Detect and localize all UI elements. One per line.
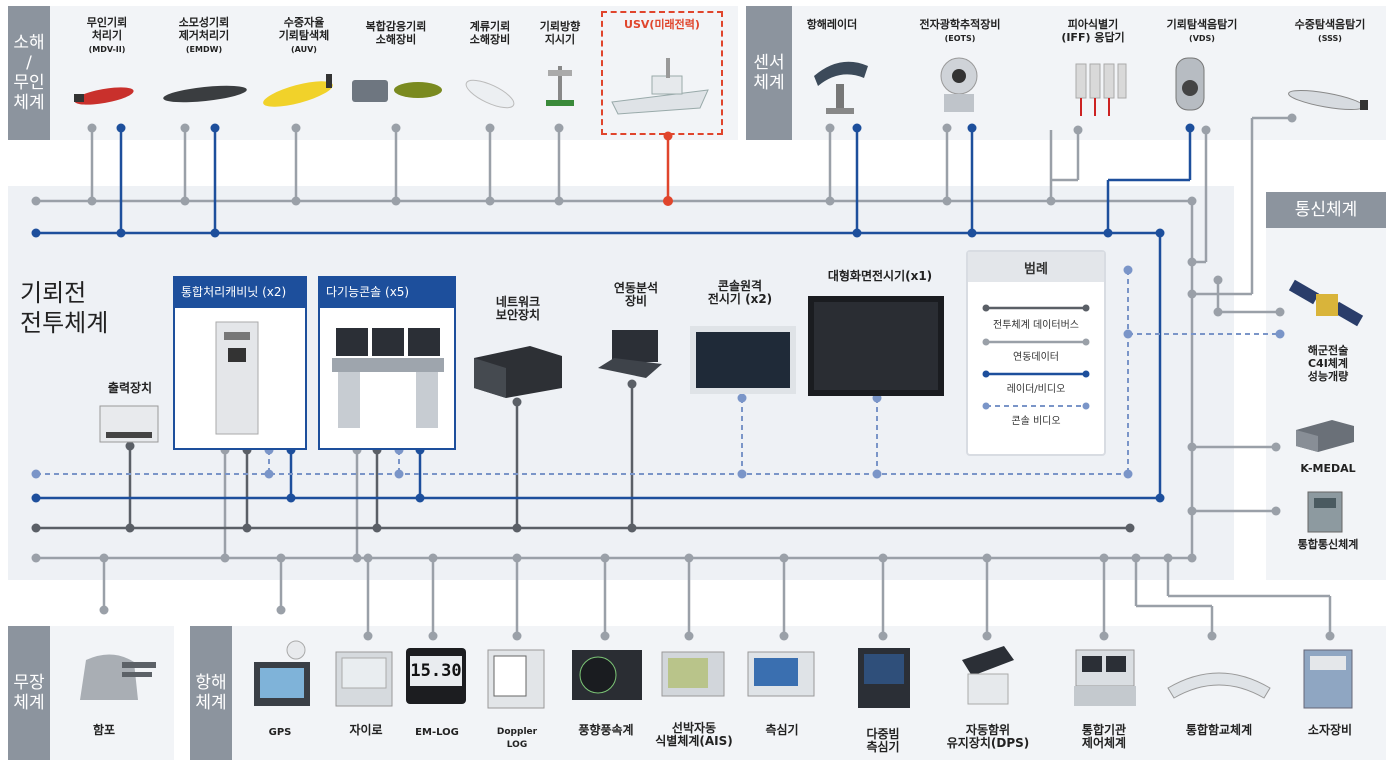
remote-display-label: 콘솔원격 전시기 (x2) (707, 279, 773, 306)
mdv-label: 무인기뢰 처리기(MDV-II) (86, 16, 128, 54)
ais-label: 선박자동 식별체계(AIS) (655, 721, 733, 748)
c4i-label: 해군전술 C4I체계 성능개량 (1307, 344, 1349, 383)
multibeam-label: 다중빔 측심기 (866, 727, 900, 754)
dps-label: 자동함위 유지장치(DPS) (946, 723, 1030, 750)
cabinet-header: 통합처리캐비닛 (x2) (173, 276, 307, 306)
usv-boat-icon (611, 58, 709, 115)
direction-indicator-label: 기뢰방향 지시기 (539, 20, 581, 46)
vds-label: 기뢰탐색음탐기(VDS) (1166, 18, 1238, 43)
doppler-label: Doppler LOG (496, 727, 538, 750)
wind-label: 풍향풍속계 (578, 723, 634, 737)
analysis-label: 연동분석 장비 (613, 281, 659, 308)
usv-highlight (601, 11, 723, 135)
echo-sounder-icon (747, 651, 815, 697)
auv-icon (263, 74, 333, 107)
cabinet-icon (215, 321, 259, 435)
gps-label: GPS (268, 727, 292, 738)
legend-item-radar: 레이더/비디오 (1006, 384, 1066, 395)
direction-indicator-icon (546, 66, 574, 106)
wind-meter-icon (572, 650, 642, 700)
dps-icon (962, 646, 1014, 705)
comm-group-tag: 통신체계 (1266, 192, 1386, 228)
radar-antenna-icon (814, 61, 868, 114)
naval-gun-icon (80, 654, 156, 700)
emlog-label: EM-LOG (415, 727, 459, 738)
legend-lines (982, 304, 1090, 410)
legend-item-bus: 전투체계 데이터버스 (993, 320, 1079, 331)
eots-camera-icon (940, 57, 978, 112)
nav-group-tag: 항해 체계 (190, 626, 232, 760)
legend-title: 범례 (1024, 262, 1048, 277)
kmedal-label: K-MEDAL (1300, 462, 1356, 475)
ais-icon (661, 651, 725, 697)
console-icon (332, 328, 444, 428)
gps-icon (254, 640, 310, 706)
influence-sweep-icon (352, 80, 442, 102)
combat-system-title: 기뢰전 전투체계 (20, 279, 109, 337)
mdv-icon (74, 87, 134, 105)
eots-label: 전자광학추적장비(EOTS) (919, 18, 1001, 43)
bigscreen-label: 대형화면전시기(x1) (827, 269, 933, 283)
legend-header-bg (968, 252, 1104, 282)
multibeam-icon (858, 648, 910, 708)
gyro-label: 자이로 (349, 723, 383, 737)
iff-transponder-icon (1075, 63, 1127, 116)
satellite-icon (1288, 279, 1364, 327)
emdw-label: 소모성기뢰 제거처리기(EMDW) (178, 16, 230, 54)
emlog-screen: 15.30 (410, 656, 462, 686)
bridge-system-label: 통합함교체계 (1185, 723, 1253, 737)
auv-label: 수중자율 기뢰탐색체(AUV) (278, 16, 330, 54)
doppler-log-icon (487, 649, 545, 709)
integrated-comm-icon (1307, 491, 1343, 533)
gun-label: 함포 (92, 723, 116, 737)
weapon-group-tag: 무장 체계 (8, 626, 50, 760)
influence-sweep-label: 복합감응기뢰 소해장비 (365, 20, 427, 46)
iff-label: 피아식별기 (IFF) 응답기 (1061, 18, 1125, 44)
sensor-group-tag: 센서 체계 (746, 6, 792, 140)
console-header: 다기능콘솔 (x5) (318, 276, 456, 306)
bridge-system-icon (1167, 672, 1271, 699)
engine-control-icon (1074, 649, 1136, 706)
security-label: 네트워크 보안장치 (495, 295, 541, 322)
legend-item-link: 연동데이터 (1013, 352, 1059, 363)
usv-label: USV(미래전력) (624, 18, 700, 31)
mine-group-tag: 소해 / 무인 체계 (8, 6, 50, 140)
analysis-laptop-icon (598, 330, 662, 378)
emdw-icon (163, 85, 247, 103)
kmedal-icon (1296, 420, 1354, 452)
degaussing-label: 소자장비 (1307, 723, 1353, 737)
legend-box (966, 250, 1106, 456)
nav-radar-label: 항해레이더 (806, 18, 858, 31)
sss-label: 수중탐색음탐기(SSS) (1294, 18, 1366, 43)
degaussing-icon (1303, 649, 1353, 709)
vds-sonar-icon (1175, 57, 1205, 111)
printer-label: 출력장치 (107, 381, 153, 395)
engine-control-label: 통합기관 제어체계 (1081, 723, 1127, 750)
mine-panel (8, 6, 738, 140)
legend-item-console-video: 콘솔 비디오 (1011, 416, 1061, 427)
integrated-comm-label: 통합통신체계 (1297, 538, 1359, 551)
remote-display-icon (690, 326, 796, 394)
sss-towfish-icon (1288, 89, 1368, 111)
gyro-icon (335, 651, 393, 707)
moored-sweep-icon (465, 79, 515, 109)
moored-sweep-label: 계류기뢰 소해장비 (469, 20, 511, 46)
security-device-icon (474, 346, 562, 398)
bigscreen-icon (808, 296, 944, 396)
printer-icon (99, 405, 159, 443)
echo-sounder-label: 측심기 (765, 723, 799, 737)
